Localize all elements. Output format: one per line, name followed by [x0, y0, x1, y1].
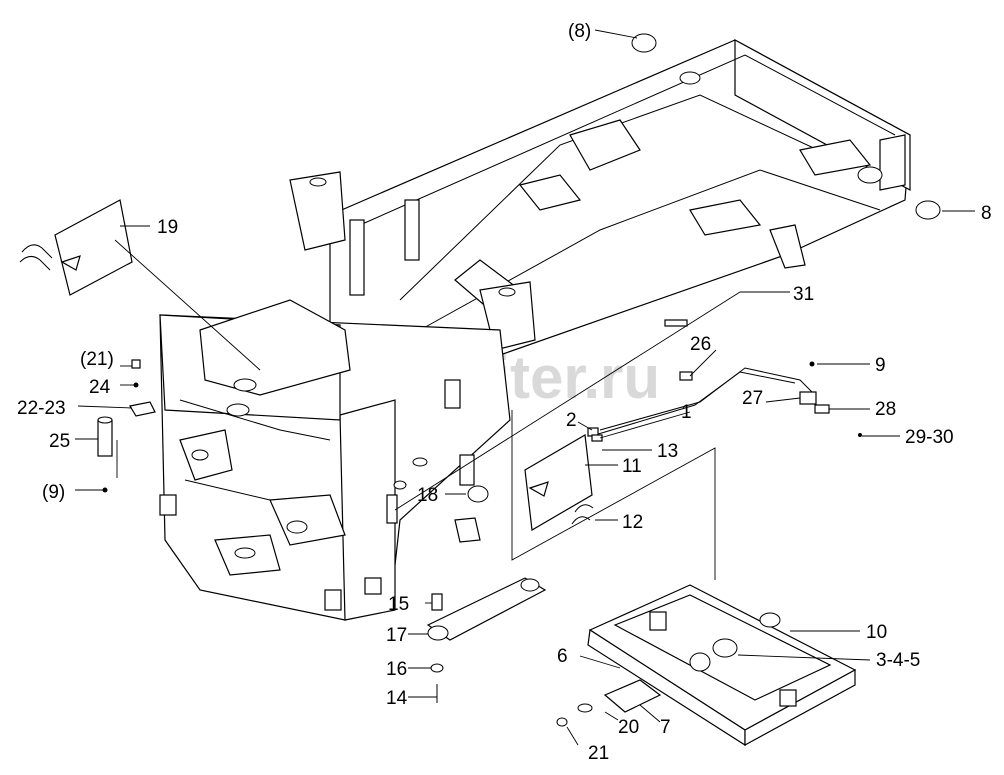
- callout-13: 13: [657, 441, 678, 462]
- callout-22-23: 22-23: [17, 398, 66, 419]
- callout-29-30: 29-30: [905, 427, 954, 448]
- callout-9: 9: [875, 355, 886, 376]
- rear-frame: [289, 38, 911, 386]
- cover-plate-19: [19, 199, 133, 296]
- front-frame: [159, 299, 511, 621]
- callout-8: 8: [981, 203, 992, 224]
- callout-16: 16: [386, 659, 407, 680]
- callout-labels: (8) 8 19 31 (21) 24 22-23 25 (9) 26 9 27…: [17, 21, 992, 764]
- callout-17: 17: [386, 625, 407, 646]
- callout-18: 18: [417, 485, 438, 506]
- callout-19: 19: [157, 217, 178, 238]
- callout-10: 10: [866, 622, 887, 643]
- callout-26: 26: [690, 334, 711, 355]
- callout-14: 14: [386, 688, 408, 709]
- callout-21-parenthesized: (21): [80, 349, 114, 370]
- callout-31: 31: [793, 284, 814, 305]
- callout-24: 24: [89, 377, 111, 398]
- callout-11: 11: [622, 456, 642, 477]
- cover-plate-11: [524, 434, 594, 531]
- pin-parts-left: [97, 33, 941, 503]
- callout-12: 12: [622, 512, 643, 533]
- callout-2: 2: [566, 410, 577, 431]
- callout-20: 20: [618, 717, 639, 738]
- callout-25: 25: [49, 431, 70, 452]
- callout-6: 6: [557, 646, 568, 667]
- oscillating-frame-10: [556, 584, 857, 747]
- callout-8-parenthesized: (8): [568, 21, 591, 42]
- callout-28: 28: [875, 399, 896, 420]
- hydraulic-line-assembly: [587, 319, 862, 442]
- callout-15: 15: [388, 594, 409, 615]
- leader-lines: [75, 29, 975, 746]
- link-arm: [426, 577, 547, 703]
- callout-21: 21: [588, 743, 609, 764]
- callout-1: 1: [681, 402, 692, 423]
- callout-3-4-5: 3-4-5: [876, 650, 920, 671]
- callout-27: 27: [742, 388, 763, 409]
- callout-9-parenthesized: (9): [42, 482, 65, 503]
- callout-7: 7: [660, 717, 671, 738]
